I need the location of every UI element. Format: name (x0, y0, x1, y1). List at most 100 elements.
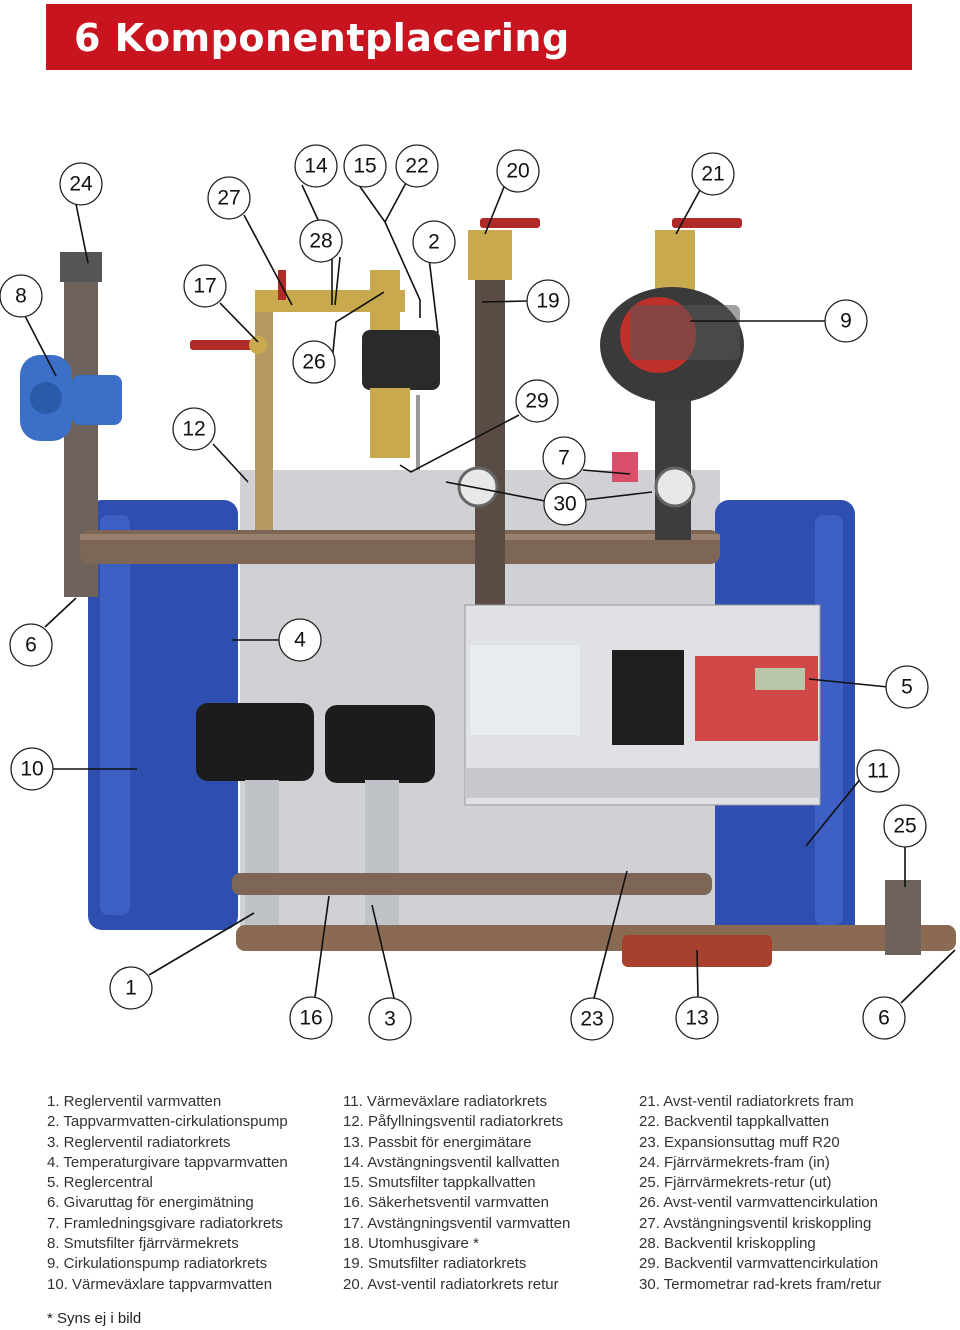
svg-text:16: 16 (299, 1007, 322, 1030)
svg-text:23: 23 (580, 1008, 603, 1031)
svg-text:24: 24 (69, 173, 93, 196)
legend-item: 28. Backventil kriskoppling (639, 1235, 816, 1253)
callout-26: 26 (292, 340, 336, 384)
legend-item: 1. Reglerventil varmvatten (47, 1093, 222, 1110)
svg-text:7: 7 (558, 447, 570, 470)
callout-21: 21 (691, 152, 735, 196)
svg-text:12: 12 (182, 418, 205, 441)
callout-3: 3 (368, 997, 412, 1041)
thermometers (457, 466, 696, 508)
callout-24: 24 (59, 162, 103, 206)
callout-30: 30 (543, 482, 587, 526)
svg-text:25: 25 (893, 815, 916, 838)
legend-item: 22. Backventil tappkallvatten (639, 1113, 830, 1131)
svg-text:29: 29 (525, 390, 548, 413)
svg-text:5: 5 (901, 676, 913, 699)
legend-item: 5. Reglercentral (47, 1174, 153, 1192)
callout-27: 27 (207, 176, 251, 220)
callout-4: 4 (278, 618, 322, 662)
legend-item: 8. Smutsfilter fjärrvärmekrets (47, 1235, 239, 1253)
legend-item: 17. Avstängningsventil varmvatten (343, 1214, 571, 1232)
controller-box (464, 604, 821, 806)
callout-8: 8 (0, 274, 43, 318)
page-title: 6 Komponentplacering (74, 16, 570, 60)
legend-item: 18. Utomhusgivare * (343, 1235, 479, 1253)
component-diagram: 24 27 14 15 22 20 21 28 2 8 17 19 9 26 1… (0, 144, 956, 1041)
legend-item: 27. Avstängningsventil kriskoppling (639, 1214, 872, 1232)
horizontal-pipe-lower (232, 873, 712, 895)
callout-17: 17 (183, 264, 227, 308)
legend-column-3: 21. Avst-ventil radiatorkrets fram 22. B… (639, 1092, 881, 1295)
callout-23: 23 (570, 997, 614, 1041)
legend-item: 26. Avst-ventil varmvattencirkulation (639, 1194, 878, 1212)
callout-11: 11 (856, 749, 900, 793)
svg-text:10: 10 (20, 758, 43, 781)
heat-exchanger-hot-water (88, 500, 238, 930)
legend-item: 7. Framledningsgivare radiatorkrets (47, 1214, 283, 1232)
legend-item: 6. Givaruttag för energimätning (47, 1194, 254, 1212)
legend-item: 20. Avst-ventil radiatorkrets retur (343, 1275, 559, 1293)
svg-text:28: 28 (309, 230, 332, 253)
legend-item: 23. Expansionsuttag muff R20 (639, 1133, 840, 1151)
callout-6-bottom: 6 (862, 996, 906, 1040)
district-heating-return-pipe (885, 880, 921, 955)
svg-text:17: 17 (193, 275, 216, 298)
legend-column-2: 11. Värmeväxlare radiatorkrets 12. Påfyl… (343, 1092, 570, 1295)
legend-item: 2. Tappvarmvatten-cirkulationspump (47, 1113, 288, 1131)
svg-text:21: 21 (701, 163, 724, 186)
svg-text:30: 30 (553, 493, 576, 516)
callout-2: 2 (412, 220, 456, 264)
callout-6-top: 6 (9, 623, 53, 667)
callout-28: 28 (299, 219, 343, 263)
svg-text:2: 2 (428, 231, 440, 254)
callout-14: 14 (294, 144, 338, 188)
svg-text:19: 19 (536, 290, 559, 313)
callout-19: 19 (526, 279, 570, 323)
cold-water-valve-group (190, 270, 405, 530)
legend-item: 16. Säkerhetsventil varmvatten (343, 1194, 549, 1212)
callout-12: 12 (172, 407, 216, 451)
legend-item: 13. Passbit för energimätare (343, 1133, 532, 1151)
legend-item: 9. Cirkulationspump radiatorkrets (47, 1255, 268, 1273)
legend-item: 14. Avstängningsventil kallvatten (343, 1153, 560, 1171)
svg-text:13: 13 (685, 1007, 708, 1030)
legend-column-1: 1. Reglerventil varmvatten 2. Tappvarmva… (47, 1092, 288, 1295)
svg-text:3: 3 (384, 1008, 396, 1031)
svg-text:6: 6 (25, 634, 37, 657)
svg-text:11: 11 (867, 760, 889, 783)
svg-text:9: 9 (840, 310, 852, 333)
legend-item: 3. Reglerventil radiatorkrets (47, 1133, 231, 1151)
svg-text:1: 1 (125, 977, 137, 1000)
circulation-pump-hot-water (362, 330, 440, 470)
callout-29: 29 (515, 379, 559, 423)
callout-16: 16 (289, 996, 333, 1040)
svg-text:14: 14 (304, 155, 328, 178)
legend-item: 30. Termometrar rad-krets fram/retur (639, 1275, 882, 1293)
legend-item: 15. Smutsfilter tappkallvatten (343, 1174, 536, 1192)
title-banner: 6 Komponentplacering (46, 4, 912, 70)
callout-13: 13 (675, 996, 719, 1040)
callout-9: 9 (824, 299, 868, 343)
valve-actuators (196, 703, 435, 930)
legend-item: 10. Värmeväxlare tappvarmvatten (47, 1275, 273, 1293)
legend-item: 12. Påfyllningsventil radiatorkrets (343, 1113, 564, 1131)
legend-item: 19. Smutsfilter radiatorkrets (343, 1255, 527, 1273)
footnote: * Syns ej i bild (47, 1310, 142, 1327)
callout-22: 22 (395, 144, 439, 188)
legend-item: 29. Backventil varmvattencirkulation (639, 1255, 879, 1273)
svg-text:22: 22 (405, 155, 428, 178)
callout-7: 7 (542, 436, 586, 480)
callout-20: 20 (496, 149, 540, 193)
legend-item: 11. Värmeväxlare radiatorkrets (343, 1093, 547, 1110)
dirt-filter (20, 355, 122, 441)
callout-5: 5 (885, 665, 929, 709)
svg-text:6: 6 (878, 1007, 890, 1030)
svg-text:15: 15 (353, 155, 376, 178)
svg-text:27: 27 (217, 187, 240, 210)
legend-item: 24. Fjärrvärmekrets-fram (in) (639, 1153, 830, 1171)
svg-text:8: 8 (15, 285, 27, 308)
callout-1: 1 (109, 966, 153, 1010)
legend-item: 25. Fjärrvärmekrets-retur (ut) (639, 1174, 832, 1192)
callout-15: 15 (343, 144, 387, 188)
svg-text:20: 20 (506, 160, 529, 183)
